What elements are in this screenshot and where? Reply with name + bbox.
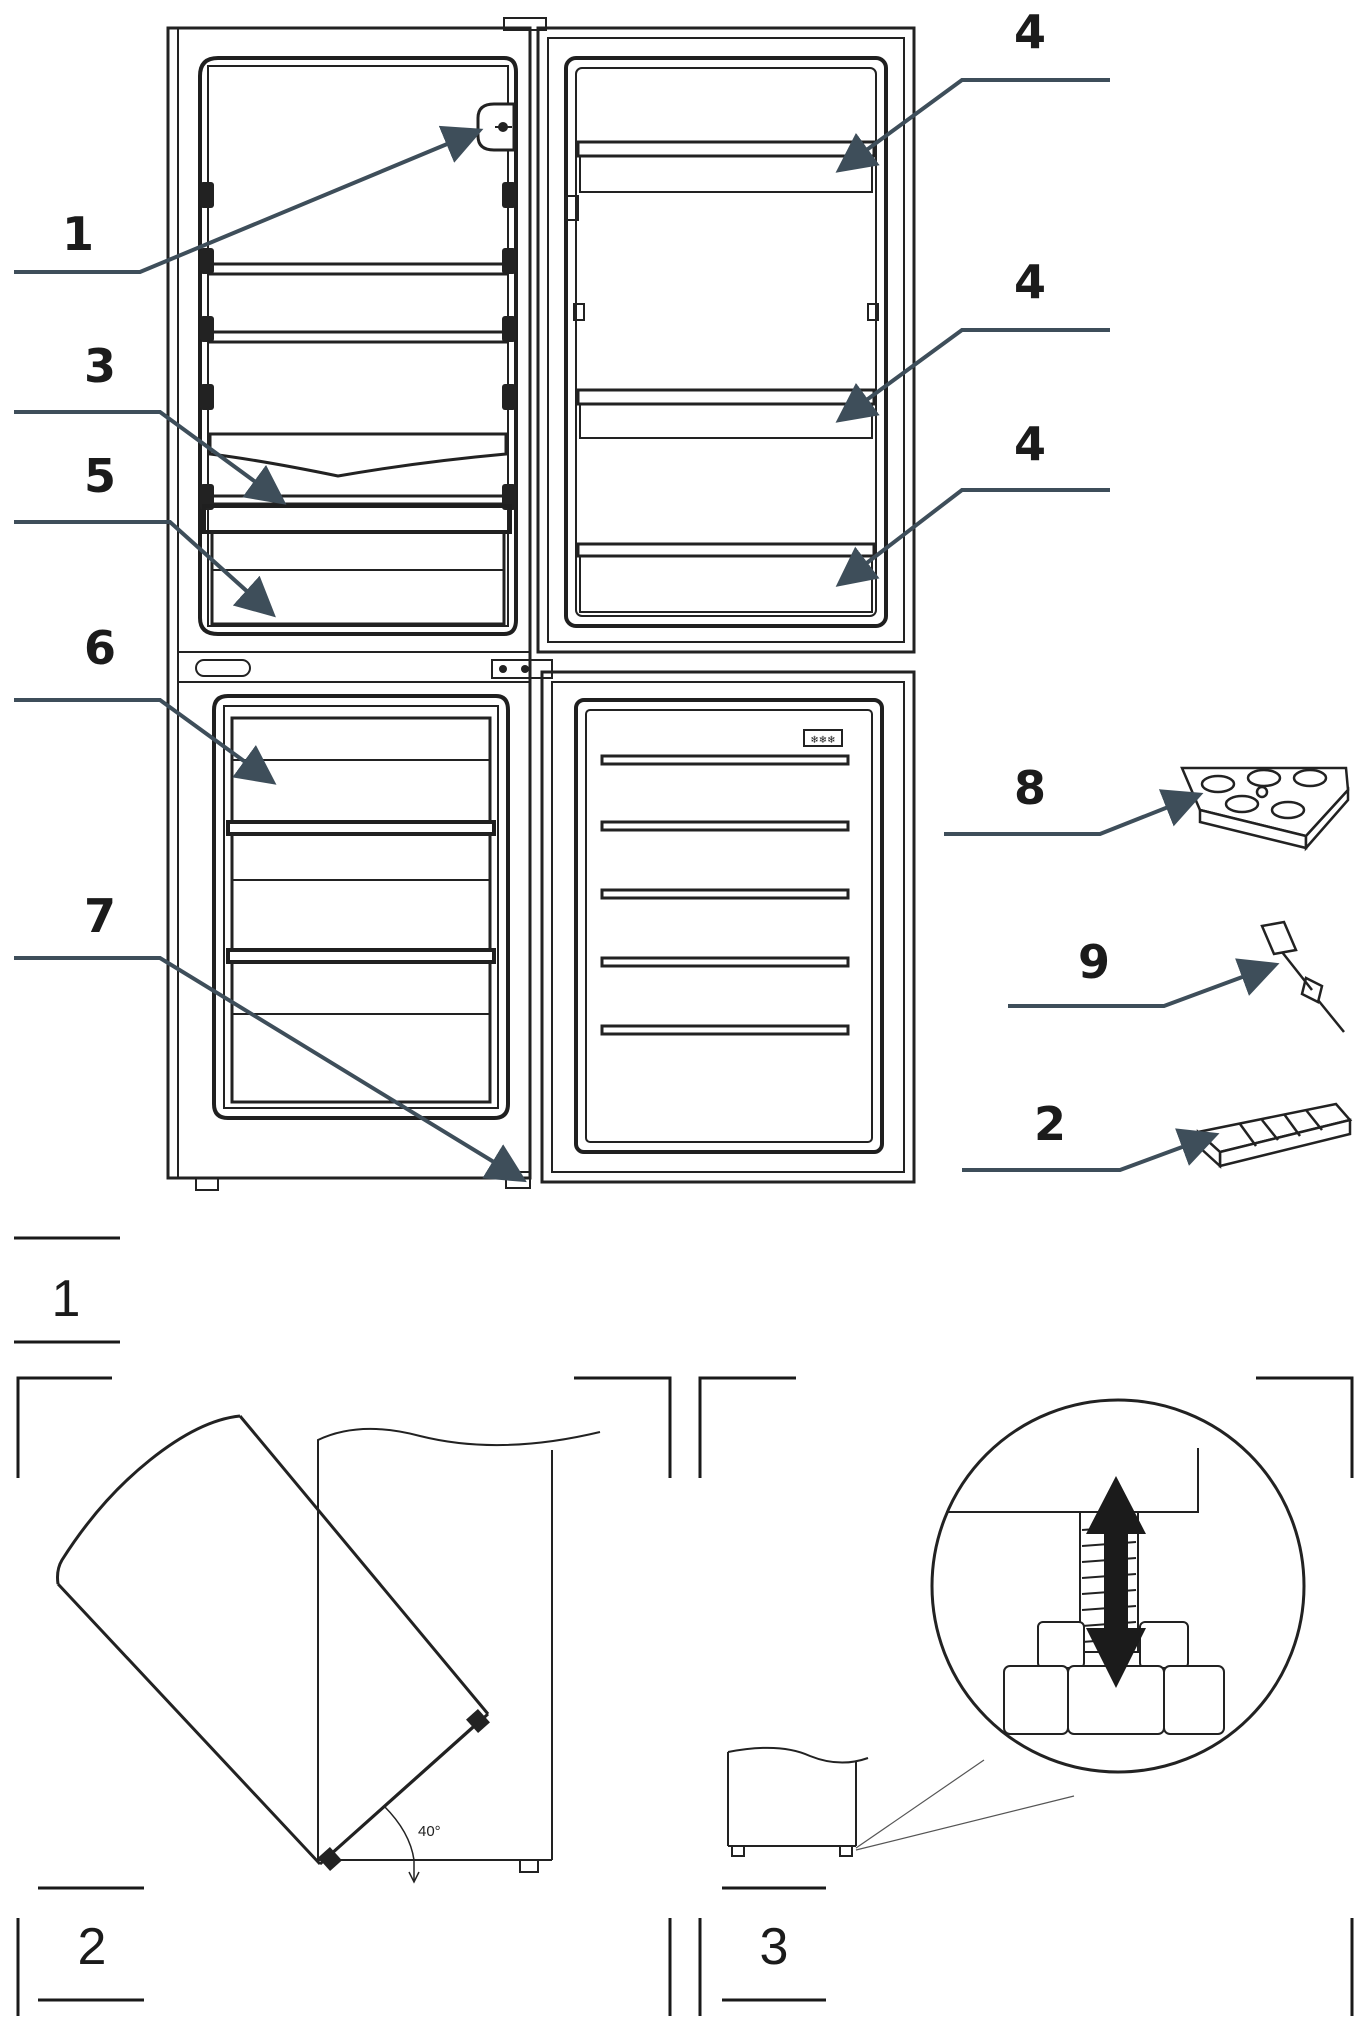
magnifier-connector-bottom: [855, 1795, 1075, 1851]
door-balconies: [576, 140, 876, 613]
figure-1-label: 1: [14, 1236, 120, 1344]
callout-1: 1: [62, 207, 94, 261]
callout-7: 7: [84, 889, 116, 943]
up-down-arrow-icon: [1086, 1476, 1146, 1688]
callout-9: 9: [1078, 935, 1110, 989]
callout-4-middle: 4: [1014, 255, 1046, 309]
handle-slot: [195, 659, 251, 677]
magnifier-connector-top: [855, 1759, 985, 1849]
cabinet-foot-right: [505, 1171, 531, 1189]
fridge-shelves: [208, 262, 508, 506]
shelf-supports: [200, 182, 516, 510]
top-hinge: [503, 17, 547, 31]
star-rating-badge: [803, 729, 843, 747]
figure-2-corner-marks: [16, 1376, 672, 2016]
callout-8: 8: [1014, 761, 1046, 815]
cabinet-outline: [166, 26, 532, 1180]
figure-2-panel: 2 40°: [16, 1376, 672, 2016]
middle-hinge: [491, 659, 553, 679]
freezer-liner: [212, 694, 510, 1120]
control-strip: [177, 651, 531, 683]
figure-3-panel: 3: [698, 1376, 1354, 2016]
tilted-cabinet: [56, 1414, 490, 1872]
figure-3-corner-marks: [698, 1376, 1354, 2016]
lamp-housing: [476, 102, 516, 152]
fridge-diagram: ❄❄❄: [14, 5, 1353, 1191]
tilt-angle-label: 40°: [418, 1823, 441, 1840]
fridge-liner: [198, 56, 518, 636]
upright-cabinet: [317, 1427, 601, 1873]
callout-3: 3: [84, 339, 116, 393]
ice-tray-icon: [1195, 1102, 1353, 1169]
figure-2-number: 2: [78, 1918, 107, 1976]
callout-5: 5: [84, 449, 116, 503]
freezer-drawers: [226, 716, 496, 1104]
leader-lines: [14, 78, 1280, 1183]
small-cabinet: [727, 1746, 869, 1857]
callout-2: 2: [1034, 1097, 1066, 1151]
scraper-tool-icon: [1260, 920, 1345, 1033]
callout-6: 6: [84, 621, 116, 675]
star-rating-symbols: ❄❄❄: [810, 735, 835, 746]
tilt-angle-marker: 40°: [383, 1805, 441, 1884]
callout-4-top: 4: [1014, 5, 1046, 59]
freezer-door: ❄❄❄: [540, 670, 916, 1184]
crisper-drawer: [202, 504, 512, 626]
figure-3-number: 3: [760, 1918, 789, 1976]
foot-detail-magnifier: [930, 1398, 1306, 1774]
figure-1-number: 1: [52, 1270, 81, 1328]
foot-blocks: [1003, 1621, 1225, 1735]
freezer-door-ridges: [600, 754, 850, 1036]
fridge-door: [536, 26, 916, 654]
cabinet-foot-left: [195, 1177, 219, 1191]
egg-tray-icon: [1180, 766, 1350, 852]
callout-4-bottom: 4: [1014, 417, 1046, 471]
